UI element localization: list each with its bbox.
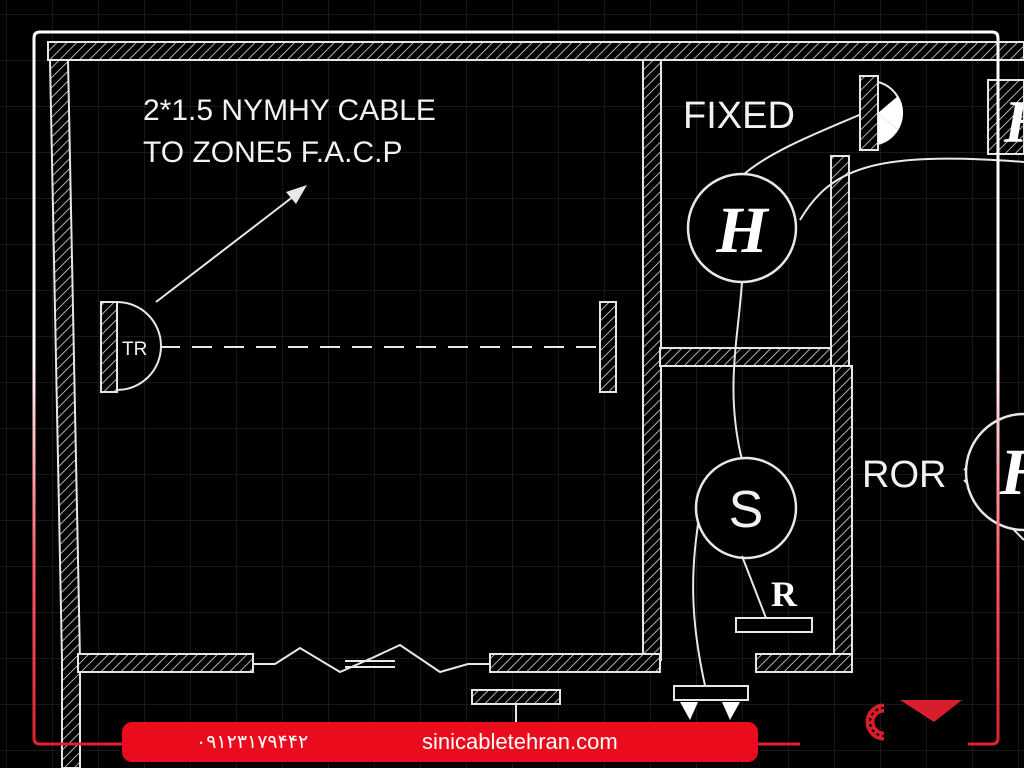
rate-rise-symbol: R: [735, 555, 813, 633]
heat-detector-label: H: [715, 194, 770, 267]
tr-label: TR: [122, 339, 147, 360]
svg-text:H: H: [1003, 89, 1024, 155]
bottom-device-symbol: [471, 689, 561, 726]
heat-detector-icon: H: [686, 172, 798, 284]
footer-bar: ۰۹۱۲۳۱۷۹۴۴۲ sinicabletehran.com: [122, 722, 758, 762]
wall-corridor-upper: [830, 155, 850, 367]
wall-left: [48, 59, 81, 768]
wall-corridor-lower: [833, 365, 853, 657]
wall-bottom-mid: [489, 653, 661, 673]
phone-number[interactable]: ۰۹۱۲۳۱۷۹۴۴۲: [196, 731, 309, 753]
wall-center-vertical: [642, 59, 662, 661]
smoke-detector-label: S: [729, 481, 764, 539]
beam-transmitter-symbol: TR: [100, 301, 162, 393]
cable-note-line2: TO ZONE5 F.A.C.P: [143, 136, 403, 169]
wall-right-edge: [987, 79, 1024, 155]
window-opening: [253, 643, 490, 674]
frame-border: [32, 30, 1000, 746]
cable-note-line1: 2*1.5 NYMHY CABLE: [143, 94, 436, 127]
wall-bottom-right: [755, 653, 853, 673]
svg-text:H: H: [999, 436, 1024, 509]
wall-bottom-left: [77, 653, 254, 673]
beam-reflector-symbol: [599, 301, 617, 393]
smoke-detector-icon: S: [694, 456, 798, 560]
partial-detector-symbol: H: [1003, 89, 1024, 155]
rate-rise-label: R: [771, 574, 798, 614]
website-link[interactable]: sinicabletehran.com: [422, 729, 618, 754]
leader-arrow: [155, 185, 307, 303]
wall-middle-horizontal: [659, 347, 835, 367]
brand-logo-icon: [865, 700, 962, 741]
wall-top: [47, 41, 1024, 61]
fixed-label: FIXED: [683, 95, 795, 137]
bell-icon: [859, 75, 904, 151]
ror-label: ROR: [862, 454, 946, 496]
ror-detector-icon: H: [964, 412, 1024, 532]
bottom-sounder-icon: [673, 685, 749, 720]
